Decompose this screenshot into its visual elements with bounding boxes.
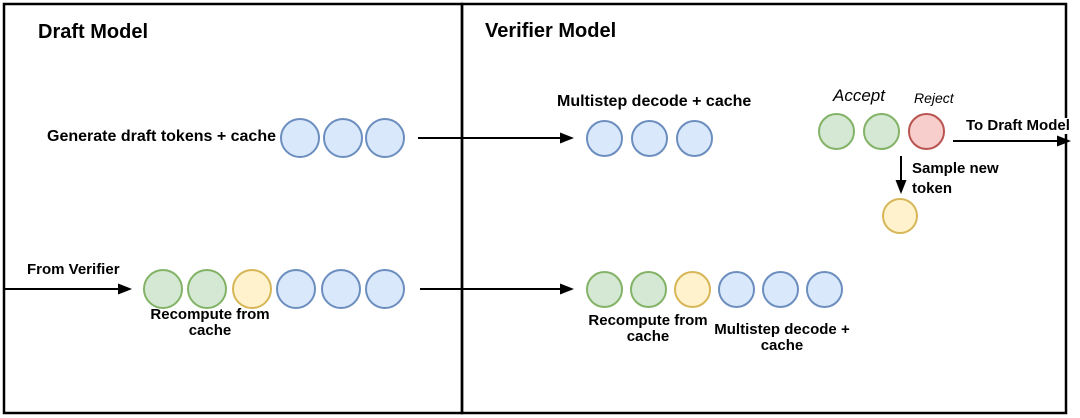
sample-token-arrow — [895, 156, 907, 194]
draft-panel-title: Draft Model — [38, 21, 148, 43]
token-circle-blue — [676, 119, 713, 157]
draft-recompute-label: Recompute from cache — [150, 306, 270, 339]
token-circle-blue — [280, 118, 320, 158]
draft-panel-border — [2, 2, 464, 415]
token-row-draft-bottom — [143, 269, 405, 309]
token-row-verifier-accept-reject — [818, 112, 945, 150]
token-circle-blue — [322, 118, 363, 158]
token-circle-blue — [718, 270, 755, 308]
token-circle-blue — [806, 270, 843, 308]
token-row-draft-top — [280, 118, 405, 158]
token-circle-yellow — [674, 270, 711, 308]
token-circle-blue — [586, 119, 623, 157]
to-draft-model-arrow — [953, 135, 1071, 147]
recompute-to-verifier-arrow — [420, 283, 574, 295]
token-circle-red — [908, 112, 945, 150]
token-circle-blue — [631, 119, 668, 157]
token-circle-green — [818, 112, 855, 150]
generate-to-verifier-arrow — [418, 132, 574, 144]
token-circle-yellow — [231, 269, 272, 309]
multistep-decode-label: Multistep decode + cache — [557, 93, 752, 110]
to-draft-model-label: To Draft Model — [964, 117, 1072, 134]
token-circle-blue — [365, 118, 405, 158]
verifier-multistep-bottom-label: Multistep decode + cache — [714, 321, 850, 354]
verifier-panel-title: Verifier Model — [485, 20, 617, 42]
token-circle-green — [586, 270, 623, 308]
token-circle-green — [630, 270, 667, 308]
token-circle-blue — [364, 269, 405, 309]
token-circle-blue — [320, 269, 361, 309]
sample-new-token-label: Sample new token — [912, 160, 999, 197]
token-circle-blue — [762, 270, 799, 308]
accept-label: Accept — [833, 86, 885, 105]
generate-draft-tokens-label: Generate draft tokens + cache — [47, 128, 276, 145]
reject-label: Reject — [914, 90, 954, 106]
verifier-panel-border — [460, 2, 1068, 415]
token-row-verifier-bottom — [586, 270, 843, 308]
token-row-verifier-sampled — [882, 198, 918, 234]
token-row-verifier-top — [586, 119, 713, 157]
from-verifier-label: From Verifier — [27, 261, 120, 278]
token-circle-green — [187, 269, 228, 309]
from-verifier-arrow — [4, 283, 132, 295]
verifier-recompute-label: Recompute from cache — [588, 312, 708, 345]
token-circle-yellow — [882, 198, 918, 234]
token-circle-green — [143, 269, 183, 309]
token-circle-green — [863, 112, 900, 150]
token-circle-blue — [276, 269, 317, 309]
